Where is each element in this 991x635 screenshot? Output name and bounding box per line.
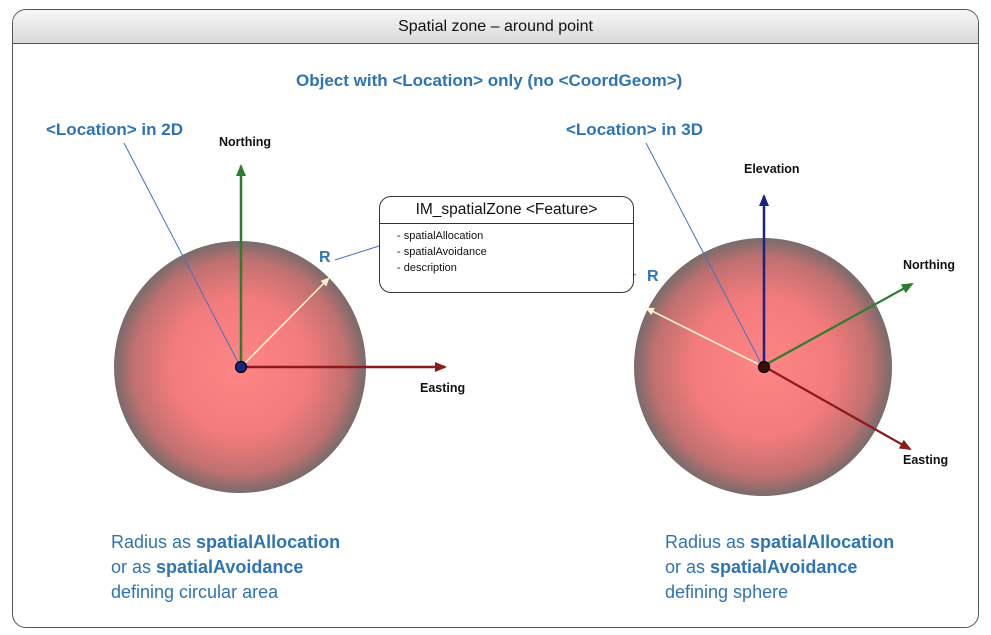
diagram-title: Spatial zone – around point (398, 18, 593, 35)
feature-attribute: - description (397, 262, 457, 274)
radius-arrow-3d (645, 307, 763, 367)
caption-3d-line2: or as spatialAvoidance (665, 557, 858, 577)
location-point-3d (757, 360, 771, 374)
heading-2d: <Location> in 2D (46, 120, 183, 139)
caption-2d: Radius as spatialAllocation or as spatia… (111, 530, 340, 605)
location-pointer-2d (123, 142, 241, 367)
title-bar: Spatial zone – around point (13, 10, 978, 44)
feature-attribute: - spatialAvoidance (397, 246, 487, 258)
heading-3d: <Location> in 3D (566, 120, 703, 139)
feature-attribute-list: - spatialAllocation - spatialAvoidance -… (380, 224, 633, 276)
radius-arrow-2d (241, 277, 330, 367)
axis-label-northing-2d: Northing (219, 135, 272, 149)
axis-label-easting-2d: Easting (420, 381, 466, 395)
axis-label-elevation-3d: Elevation (744, 162, 800, 176)
feature-class-title: IM_spatialZone <Feature> (380, 197, 633, 224)
location-point-2d (234, 360, 248, 374)
caption-2d-line3: defining circular area (111, 582, 279, 602)
feature-class-box: IM_spatialZone <Feature> - spatialAlloca… (379, 196, 634, 293)
axis-label-easting-3d: Easting (903, 453, 949, 467)
location-pointer-3d (645, 142, 763, 366)
radius-label-2d: R (319, 249, 331, 266)
caption-3d: Radius as spatialAllocation or as spatia… (665, 530, 894, 605)
subtitle: Object with <Location> only (no <CoordGe… (296, 71, 683, 90)
easting-axis-3d (764, 366, 912, 450)
caption-3d-line3: defining sphere (665, 582, 789, 602)
radius-label-3d: R (647, 268, 659, 285)
r-connector-left (334, 245, 380, 261)
axis-label-northing-3d: Northing (903, 258, 956, 272)
caption-2d-line1: Radius as spatialAllocation (111, 532, 341, 552)
caption-2d-line2: or as spatialAvoidance (111, 557, 304, 577)
caption-3d-line1: Radius as spatialAllocation (665, 532, 895, 552)
feature-attribute: - spatialAllocation (397, 230, 484, 242)
northing-axis-3d (764, 283, 914, 366)
